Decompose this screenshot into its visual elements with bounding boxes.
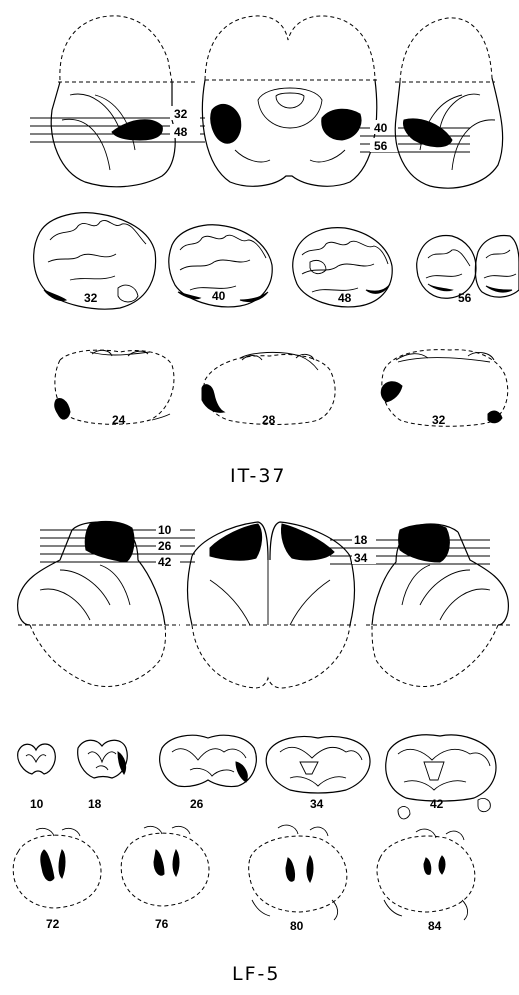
- brain-lateral-left: [51, 16, 198, 187]
- section-row-1: 32 40 48 56: [34, 213, 519, 309]
- lesion-mark: [211, 104, 241, 143]
- section-label: 32: [432, 413, 446, 427]
- lesion-mark: [322, 109, 361, 140]
- section-label: 80: [290, 919, 304, 933]
- section-label: 10: [30, 797, 44, 811]
- section-label: 18: [88, 797, 102, 811]
- section-label: 48: [338, 291, 352, 305]
- lesion-mark: [85, 521, 134, 562]
- section-56: 56: [417, 236, 519, 305]
- section-26: 26: [160, 735, 257, 811]
- level-label: 26: [158, 539, 172, 553]
- figure-title: LF-5: [232, 963, 280, 985]
- brain-lateral-right: [395, 18, 503, 188]
- level-label: 42: [158, 555, 172, 569]
- level-label: 40: [374, 121, 388, 135]
- section-label: 76: [155, 917, 169, 931]
- section-row-2-2: 72 76 80 84: [13, 825, 475, 933]
- section-80: 80: [249, 825, 347, 933]
- section-label: 42: [430, 797, 444, 811]
- section-18: 18: [78, 740, 128, 811]
- section-label: 28: [262, 413, 276, 427]
- section-label: 56: [458, 291, 472, 305]
- section-label: 72: [46, 917, 60, 931]
- section-32: 32: [34, 213, 156, 309]
- section-24: 24: [55, 350, 174, 427]
- section-76: 76: [121, 826, 209, 931]
- figure-it37: 32 48 40 56: [30, 16, 519, 487]
- lesion-mark: [403, 119, 452, 147]
- section-42: 42: [386, 735, 496, 819]
- level-label: 18: [354, 533, 368, 547]
- section-10: 10: [18, 744, 56, 811]
- section-40: 40: [169, 225, 272, 307]
- section-row-1-2: 10 18 26 34: [18, 735, 496, 819]
- level-label: 32: [174, 107, 188, 121]
- section-72: 72: [13, 828, 101, 931]
- level-label: 10: [158, 523, 172, 537]
- level-label: 34: [354, 551, 368, 565]
- section-84: 84: [377, 829, 475, 933]
- section-label: 84: [428, 919, 442, 933]
- section-label: 24: [112, 413, 126, 427]
- section-label: 26: [190, 797, 204, 811]
- figure-title: IT-37: [230, 465, 287, 487]
- brain-ventral: [202, 16, 378, 186]
- section-label: 40: [212, 289, 226, 303]
- figure-lf5: 10 26 42 18 34: [13, 521, 512, 985]
- section-34: 34: [266, 737, 370, 811]
- level-label: 48: [174, 125, 188, 139]
- section-label: 34: [310, 797, 324, 811]
- brain-dorsal: [186, 522, 356, 688]
- section-48: 48: [293, 228, 393, 307]
- section-28: 28: [202, 352, 335, 427]
- lesion-mark: [112, 120, 162, 140]
- lesion-mark: [281, 524, 334, 560]
- section-32-b: 32: [381, 350, 508, 427]
- level-lines-left-2: 10 26 42: [40, 523, 195, 569]
- level-label: 56: [374, 139, 388, 153]
- lesion-mark: [210, 524, 262, 560]
- section-row-2: 24 28 32: [55, 350, 508, 427]
- section-label: 32: [84, 291, 98, 305]
